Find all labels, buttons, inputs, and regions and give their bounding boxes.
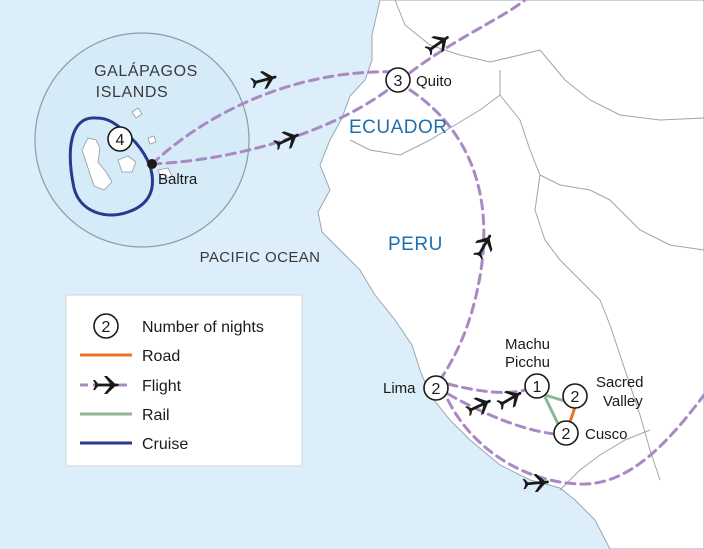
nights-marker-quito: 3 bbox=[385, 67, 411, 93]
galapagos-inset: GALÁPAGOS ISLANDS bbox=[34, 32, 250, 248]
legend-label-rail: Rail bbox=[142, 407, 170, 424]
legend-label-nights: Number of nights bbox=[142, 319, 264, 336]
galapagos-island-east bbox=[147, 135, 157, 145]
flight-route-quito-north bbox=[396, 0, 527, 84]
galapagos-island-isabela bbox=[81, 137, 113, 191]
legend: 2 Number of nights Road Flight Rail Crui… bbox=[65, 294, 303, 467]
legend-item-cruise: Cruise bbox=[80, 436, 188, 453]
nights-count-cusco: 2 bbox=[562, 426, 571, 443]
nights-marker-galapagos: 4 bbox=[107, 126, 133, 152]
flight-route-quito-lima bbox=[408, 88, 486, 382]
nights-marker-cusco: 2 bbox=[553, 420, 579, 446]
legend-item-road: Road bbox=[80, 348, 180, 365]
legend-label-road: Road bbox=[142, 348, 180, 365]
galapagos-island-north bbox=[131, 107, 143, 119]
place-labels: Quito Baltra Lima Machu Picchu Sacred Va… bbox=[158, 73, 644, 443]
place-label-lima: Lima bbox=[383, 380, 416, 397]
baltra-marker bbox=[147, 159, 157, 169]
place-label-baltra: Baltra bbox=[158, 171, 198, 188]
nights-marker-lima: 2 bbox=[423, 375, 449, 401]
region-label-galapagos-line2: ISLANDS bbox=[96, 84, 169, 101]
night-markers: 4 3 2 1 2 2 bbox=[107, 67, 588, 446]
region-label-pacific-ocean: PACIFIC OCEAN bbox=[200, 249, 321, 266]
cruise-route bbox=[68, 116, 154, 217]
region-label-galapagos-line1: GALÁPAGOS bbox=[94, 61, 198, 80]
flight-route-lima-south bbox=[446, 393, 704, 486]
legend-label-flight: Flight bbox=[142, 378, 182, 395]
nights-count-machu-picchu: 1 bbox=[533, 379, 542, 396]
nights-marker-sacred-valley: 2 bbox=[562, 383, 588, 409]
legend-item-rail: Rail bbox=[80, 407, 170, 424]
place-label-sacred-valley-line2: Valley bbox=[603, 393, 643, 410]
nights-count-sacred-valley: 2 bbox=[571, 389, 580, 406]
nights-count-galapagos: 4 bbox=[116, 132, 125, 149]
nights-count-lima: 2 bbox=[432, 381, 441, 398]
legend-nights-sample: 2 bbox=[102, 319, 111, 336]
flight-route-baltra-quito-north bbox=[150, 70, 402, 166]
place-label-sacred-valley-line1: Sacred bbox=[596, 374, 644, 391]
flight-route-lima-machu-picchu bbox=[446, 382, 527, 394]
legend-item-nights: 2 Number of nights bbox=[93, 313, 264, 339]
region-label-ecuador: ECUADOR bbox=[349, 117, 448, 138]
place-label-machu-picchu-line1: Machu bbox=[505, 336, 550, 353]
galapagos-island-santa-cruz bbox=[117, 155, 137, 173]
place-label-quito: Quito bbox=[416, 73, 452, 90]
place-label-cusco: Cusco bbox=[585, 426, 628, 443]
region-label-peru: PERU bbox=[388, 234, 443, 255]
nights-count-quito: 3 bbox=[394, 73, 403, 90]
place-label-machu-picchu-line2: Picchu bbox=[505, 354, 550, 371]
legend-item-flight: Flight bbox=[80, 376, 182, 395]
galapagos-island-san-cristobal bbox=[157, 167, 173, 181]
nights-marker-machu-picchu: 1 bbox=[524, 373, 550, 399]
land-mass bbox=[317, 0, 704, 549]
legend-label-cruise: Cruise bbox=[142, 436, 188, 453]
